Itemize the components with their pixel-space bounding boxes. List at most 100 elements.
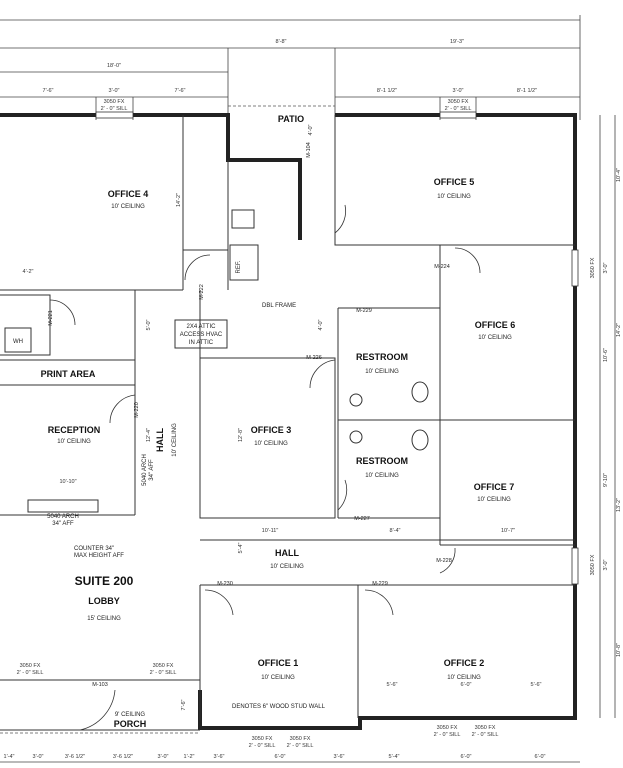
door-tag: M-103 bbox=[92, 682, 108, 688]
room-office-7: OFFICE 7 bbox=[474, 482, 515, 492]
dim-label: 4'-0" bbox=[308, 124, 314, 135]
window-label: 3050 FX bbox=[437, 725, 458, 731]
note-counter: MAX HEIGHT AFF bbox=[74, 553, 124, 559]
dim-label: 3'-0" bbox=[158, 754, 169, 760]
window-label: 3050 FX bbox=[104, 99, 125, 105]
room-office-5: OFFICE 5 bbox=[434, 177, 475, 187]
note-wood-stud: DENOTES 6" WOOD STUD WALL bbox=[232, 704, 326, 710]
door-tag: M-229 bbox=[372, 581, 388, 587]
room-ceiling: 10' CEILING bbox=[437, 194, 471, 200]
window-sill: 2' - 0" SILL bbox=[445, 106, 472, 112]
dim-label: 3'-6" bbox=[214, 754, 225, 760]
dim-label: 6'-0" bbox=[461, 682, 472, 688]
room-ceiling: 10' CEILING bbox=[172, 423, 178, 457]
dim-label: 3'-0" bbox=[603, 262, 609, 273]
dim-label: 5'-6" bbox=[387, 682, 398, 688]
dim-label: 10'-8" bbox=[616, 643, 622, 657]
dim-label: 4'-0" bbox=[318, 319, 324, 330]
window-label: 3050 FX bbox=[475, 725, 496, 731]
room-lobby: LOBBY bbox=[88, 596, 120, 606]
dim-label: 10'-7" bbox=[501, 528, 515, 534]
dim-label: 5'-0" bbox=[146, 319, 152, 330]
window-sill: 2' - 0" SILL bbox=[249, 743, 276, 749]
dim-label: 7'-6" bbox=[175, 88, 186, 94]
door-tag: M-222 bbox=[199, 284, 205, 300]
dim-label: 1'-4" bbox=[4, 754, 15, 760]
dim-label: 8'-1 1/2" bbox=[377, 88, 397, 94]
room-ceiling: 10' CEILING bbox=[254, 441, 288, 447]
room-ceiling: 10' CEILING bbox=[365, 473, 399, 479]
dim-label: 3'-6" bbox=[334, 754, 345, 760]
room-restroom-1: RESTROOM bbox=[356, 352, 408, 362]
window-label: 3050 FX bbox=[590, 554, 596, 575]
room-hall: HALL bbox=[275, 548, 299, 558]
room-ceiling: 10' CEILING bbox=[477, 497, 511, 503]
dim-label: 19'-3" bbox=[450, 39, 464, 45]
note-dbl-frame: DBL FRAME bbox=[262, 303, 296, 309]
window-sill: 2' - 0" SILL bbox=[472, 732, 499, 738]
room-patio: PATIO bbox=[278, 114, 304, 124]
room-print-area: PRINT AREA bbox=[41, 369, 96, 379]
note-arch-aff: 34" AFF bbox=[52, 521, 74, 527]
door-tag: M-226 bbox=[306, 355, 322, 361]
note-attic: 2X4 ATTIC bbox=[187, 324, 217, 330]
window-sill: 2' - 0" SILL bbox=[101, 106, 128, 112]
dim-label: 8'-4" bbox=[390, 528, 401, 534]
window-label: 3050 FX bbox=[153, 663, 174, 669]
door-tags: M-104 M-221 M-222 M-224 M-229 M-226 M-22… bbox=[48, 142, 452, 688]
room-ceiling: 9' CEILING bbox=[115, 712, 145, 718]
door-tag: M-230 bbox=[217, 581, 233, 587]
room-ceiling: 15' CEILING bbox=[87, 616, 121, 622]
window-label: 3050 FX bbox=[448, 99, 469, 105]
door-tag: M-229 bbox=[356, 308, 372, 314]
note-attic: IN ATTIC bbox=[189, 340, 214, 346]
room-office-2: OFFICE 2 bbox=[444, 658, 485, 668]
dim-label: 14'-2" bbox=[616, 323, 622, 337]
room-hall-vertical: HALL bbox=[155, 428, 165, 452]
dim-label: 4'-2" bbox=[23, 269, 34, 275]
dim-label: 5'-4" bbox=[238, 542, 244, 553]
room-office-6: OFFICE 6 bbox=[475, 320, 516, 330]
dim-label: 3'-0" bbox=[33, 754, 44, 760]
dim-label: 5'-4" bbox=[389, 754, 400, 760]
window-sill: 2' - 0" SILL bbox=[287, 743, 314, 749]
dim-label: 18'-0" bbox=[107, 63, 121, 69]
door-tag: M-221 bbox=[48, 310, 54, 326]
dim-label: 3'-6 1/2" bbox=[113, 754, 133, 760]
room-ceiling: 10' CEILING bbox=[111, 204, 145, 210]
dim-label: 3'-0" bbox=[603, 559, 609, 570]
note-arch: 5040 ARCH bbox=[142, 454, 148, 486]
dim-label: 6'-0" bbox=[461, 754, 472, 760]
dim-label: 5'-6" bbox=[531, 682, 542, 688]
room-ceiling: 10' CEILING bbox=[447, 675, 481, 681]
dim-label: 1'-2" bbox=[184, 754, 195, 760]
room-ceiling: 10' CEILING bbox=[57, 439, 91, 445]
note-ref: REF. bbox=[236, 260, 242, 273]
note-attic: ACCESS HVAC bbox=[180, 332, 223, 338]
notes: DBL FRAME 2X4 ATTIC ACCESS HVAC IN ATTIC… bbox=[13, 260, 326, 710]
note-wh: WH bbox=[13, 339, 23, 345]
dim-label: 10'-10" bbox=[59, 479, 76, 485]
room-ceiling: 10' CEILING bbox=[261, 675, 295, 681]
dim-label: 6'-0" bbox=[275, 754, 286, 760]
note-arch: 5040 ARCH bbox=[47, 514, 79, 520]
dim-label: 8'-8" bbox=[276, 39, 287, 45]
dim-label: 14'-2" bbox=[176, 193, 182, 207]
room-reception: RECEPTION bbox=[48, 425, 101, 435]
dim-label: 10'-11" bbox=[262, 528, 279, 534]
door-tag: M-104 bbox=[306, 142, 312, 158]
room-ceiling: 10' CEILING bbox=[270, 564, 304, 570]
dim-label: 13'-2" bbox=[616, 498, 622, 512]
window-sill: 2' - 0" SILL bbox=[434, 732, 461, 738]
dim-label: 3'-6 1/2" bbox=[65, 754, 85, 760]
dim-label: 10'-6" bbox=[603, 348, 609, 362]
bottom-dimensions: 1'-4" 3'-0" 3'-6 1/2" 3'-6 1/2" 3'-0" 1'… bbox=[0, 663, 580, 763]
dim-label: 7'-6" bbox=[181, 699, 187, 710]
door-tag: M-224 bbox=[434, 264, 450, 270]
room-office-4: OFFICE 4 bbox=[108, 189, 149, 199]
room-porch: PORCH bbox=[114, 719, 147, 729]
walls bbox=[0, 105, 579, 734]
room-labels: OFFICE 4 10' CEILING PATIO OFFICE 5 10' … bbox=[41, 114, 516, 729]
window-label: 3050 FX bbox=[20, 663, 41, 669]
